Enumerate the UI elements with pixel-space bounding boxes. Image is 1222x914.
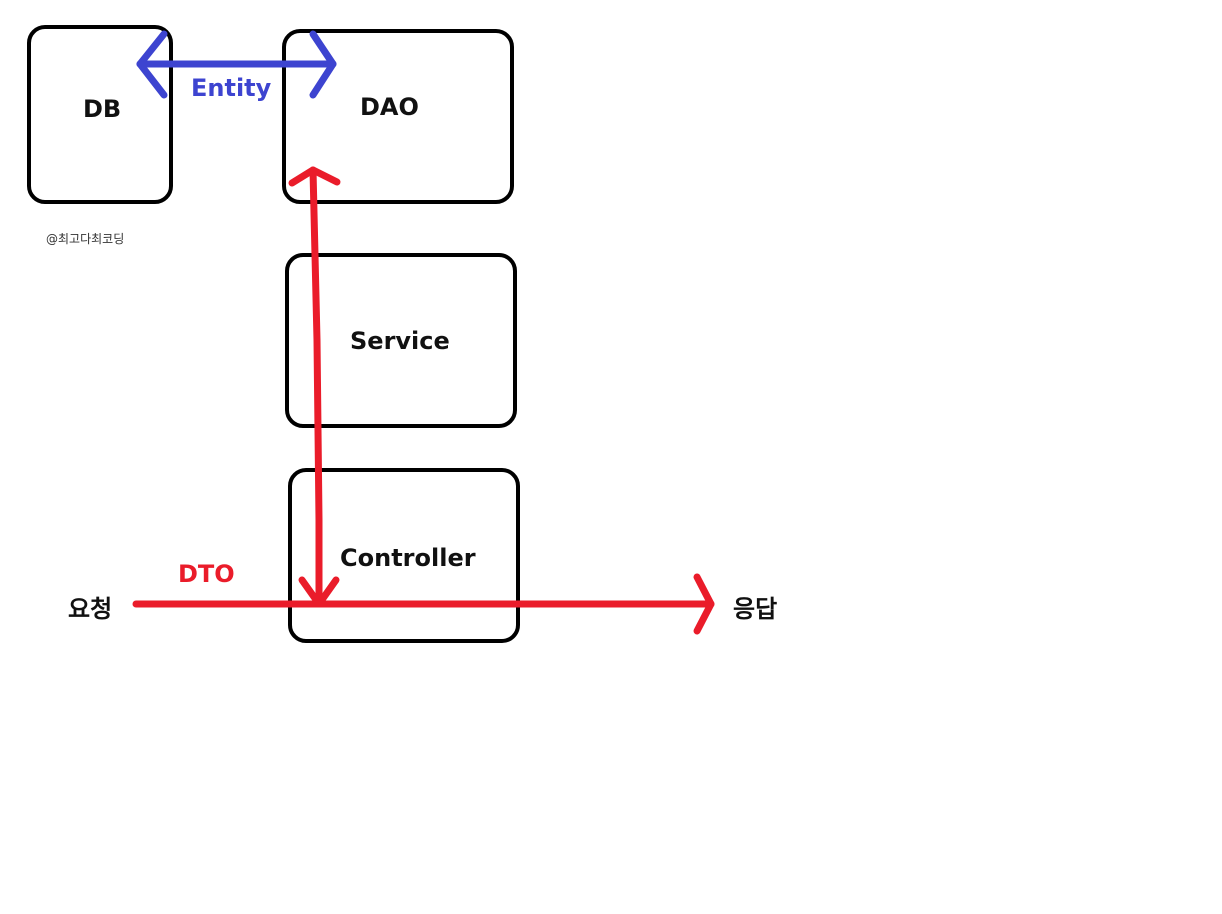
dto-arrow-top-head (288, 166, 341, 187)
entity-label: Entity (191, 74, 272, 102)
service-box (285, 253, 517, 428)
controller-box (288, 468, 520, 643)
response-label: 응답 (733, 595, 778, 623)
entity-arrow-left-head (136, 30, 168, 99)
dto-label: DTO (178, 560, 235, 588)
request-label: 요청 (68, 595, 113, 623)
entity-arrow (136, 30, 337, 99)
watermark-text: @최고다최코딩 (46, 232, 125, 246)
dto-arrow (132, 166, 715, 635)
service-label: Service (350, 327, 450, 355)
dao-label: DAO (360, 93, 419, 121)
entity-arrow-right-head (309, 30, 337, 99)
db-label: DB (83, 95, 122, 123)
dto-arrow-right-head (693, 573, 715, 635)
dto-arrow-vertical-shaft (309, 166, 323, 608)
controller-label: Controller (340, 544, 476, 572)
